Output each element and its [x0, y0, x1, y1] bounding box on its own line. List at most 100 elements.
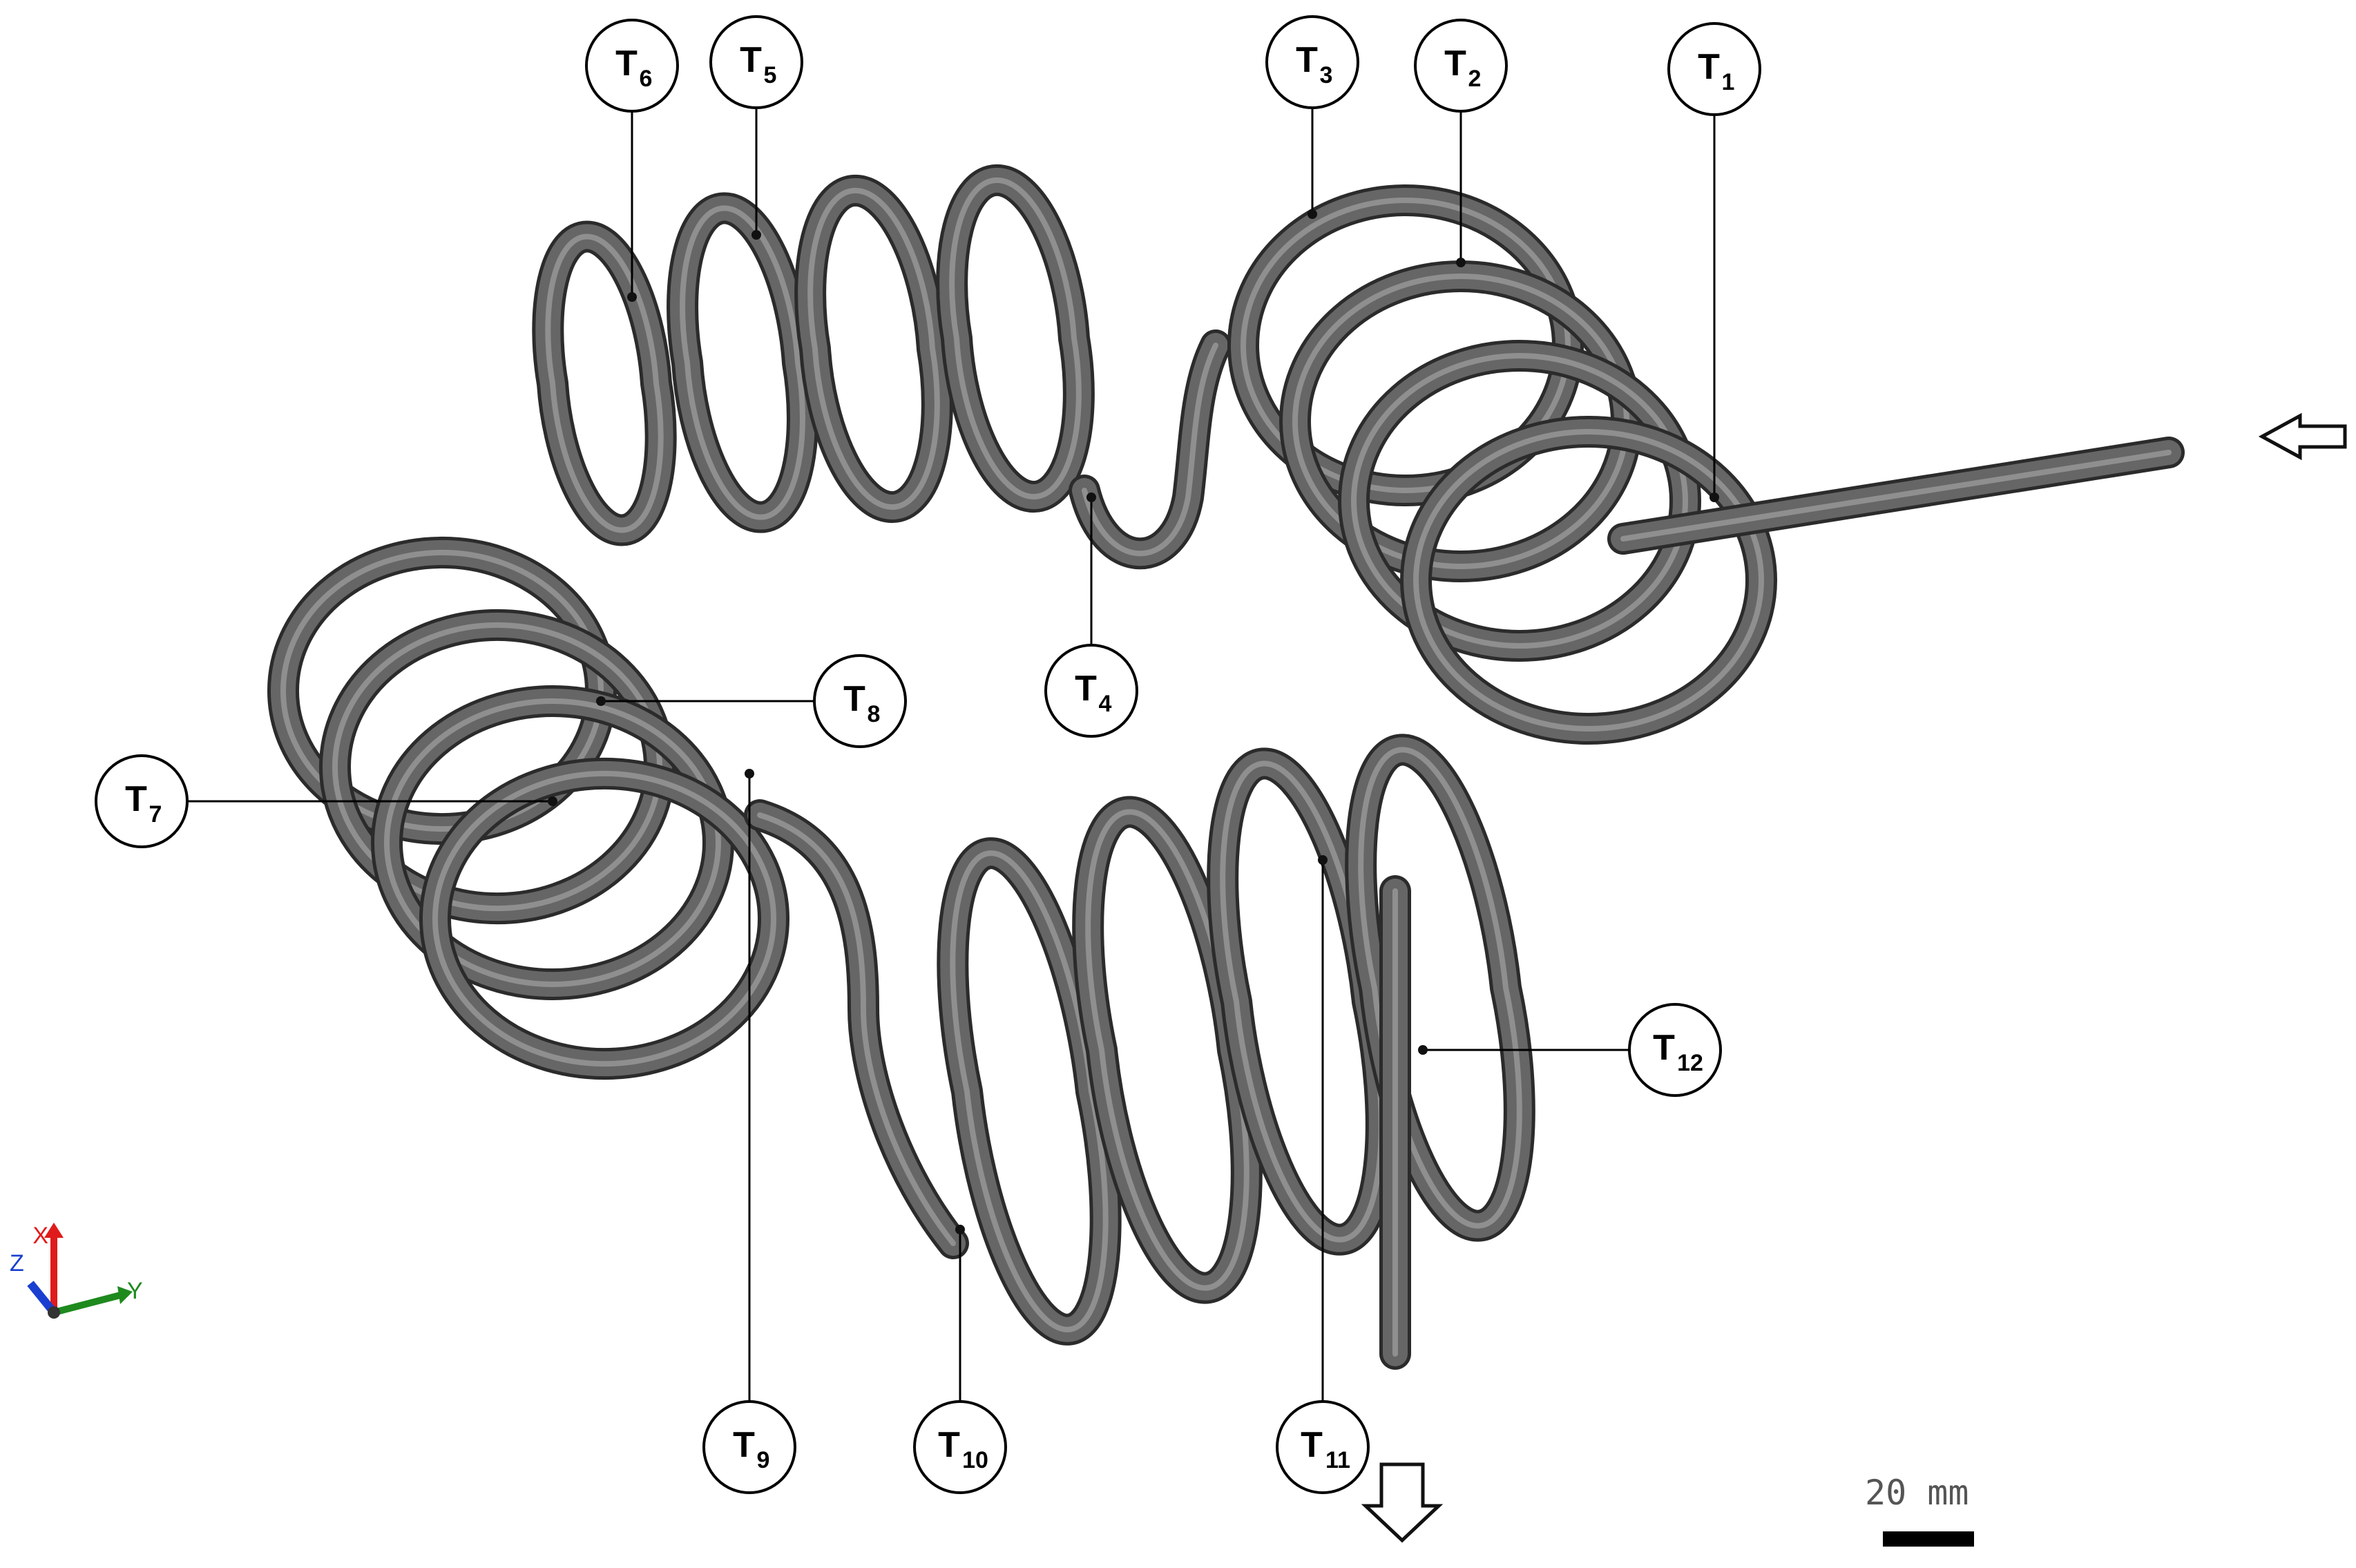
- label-subscript: 5: [764, 62, 777, 88]
- label-circle: [813, 654, 907, 748]
- label-circle: [1628, 1003, 1722, 1097]
- label-circle: [1276, 1400, 1370, 1494]
- label-text: T: [1301, 1425, 1323, 1465]
- label-text: T: [1296, 40, 1318, 80]
- coil-connector: [1069, 329, 1232, 570]
- z-axis-arrow: [27, 1281, 57, 1315]
- label-text: T: [740, 40, 762, 80]
- coil-loop: [1400, 416, 1778, 745]
- sensor-point: [1308, 209, 1317, 219]
- label-subscript: 10: [962, 1447, 988, 1473]
- y-axis-arrow: [52, 1291, 124, 1316]
- label-subscript: 7: [149, 801, 162, 828]
- coil-loop: [532, 220, 677, 546]
- leader-t1: [1709, 100, 1719, 502]
- sensor-point: [745, 769, 754, 778]
- label-subscript: 11: [1325, 1447, 1350, 1473]
- label-subscript: 3: [1320, 62, 1333, 88]
- inlet-pipe: [1607, 437, 2185, 555]
- leader-t9: [745, 769, 754, 1416]
- sensor-point: [751, 230, 761, 240]
- scale-bar: 20 mm: [1865, 1473, 1974, 1547]
- sensor-point: [1456, 258, 1466, 267]
- leader-t8: [596, 696, 829, 706]
- sensor-point: [596, 696, 606, 706]
- label-circle: [702, 1400, 796, 1494]
- label-subscript: 6: [640, 66, 653, 92]
- coil-loop: [419, 758, 790, 1080]
- label-subscript: 2: [1468, 66, 1482, 92]
- leader-t12: [1418, 1045, 1644, 1055]
- label-text: T: [1653, 1028, 1675, 1068]
- label-circle: [913, 1400, 1007, 1494]
- label-text: T: [733, 1425, 755, 1465]
- label-text: T: [615, 44, 638, 84]
- coil-connector: [744, 799, 969, 1259]
- sensor-point: [1709, 493, 1719, 502]
- leader-t6: [627, 97, 637, 302]
- coil-loop: [1227, 184, 1584, 506]
- sensor-point: [1318, 855, 1328, 865]
- helical-coil-tube: [267, 164, 1778, 1346]
- coil-loop: [371, 685, 735, 1000]
- label-text: T: [843, 679, 865, 719]
- label-subscript: 9: [757, 1447, 770, 1473]
- label-circle: [1667, 22, 1761, 116]
- coil-loop: [936, 164, 1095, 513]
- label-text: T: [1444, 44, 1466, 84]
- y-axis-label: Y: [127, 1278, 143, 1304]
- label-text: T: [938, 1425, 960, 1465]
- leader-t4: [1086, 493, 1096, 660]
- label-text: T: [125, 779, 147, 819]
- coil-loop: [667, 192, 818, 533]
- label-circle: [1414, 19, 1508, 113]
- label-subscript: 1: [1722, 69, 1735, 95]
- sensor-point: [1086, 493, 1096, 502]
- leader-t5: [751, 93, 761, 240]
- sensor-point: [627, 292, 637, 302]
- label-subscript: 8: [868, 701, 881, 727]
- label-circle: [1044, 644, 1138, 738]
- label-subscript: 4: [1099, 691, 1112, 717]
- label-circle: [585, 19, 679, 113]
- coil-loop: [794, 174, 953, 524]
- straight-pipes: [1379, 437, 2185, 1370]
- leader-t11: [1318, 855, 1328, 1416]
- sensor-point: [548, 796, 557, 806]
- label-circle: [95, 754, 189, 848]
- coil-loop: [1345, 734, 1535, 1242]
- scale-label: 20 mm: [1865, 1473, 1969, 1513]
- axis-triad: X Y Z: [10, 1223, 143, 1319]
- scale-bar-line: [1883, 1531, 1974, 1547]
- label-circle: [1265, 15, 1359, 109]
- coil-loop: [267, 537, 617, 845]
- sensor-point: [1418, 1045, 1428, 1055]
- label-subscript: 12: [1677, 1050, 1703, 1076]
- x-axis-label: X: [32, 1223, 48, 1249]
- leader-t10: [955, 1225, 965, 1416]
- label-text: T: [1698, 47, 1720, 87]
- leader-t2: [1456, 97, 1466, 267]
- leader-t7: [173, 796, 557, 806]
- outlet-arrow: [1361, 1462, 1444, 1543]
- inlet-arrow: [2258, 412, 2347, 461]
- z-axis-label: Z: [10, 1250, 24, 1277]
- leader-t3: [1308, 93, 1317, 219]
- label-text: T: [1075, 669, 1097, 709]
- sensor-point: [955, 1225, 965, 1234]
- label-circle: [709, 15, 803, 109]
